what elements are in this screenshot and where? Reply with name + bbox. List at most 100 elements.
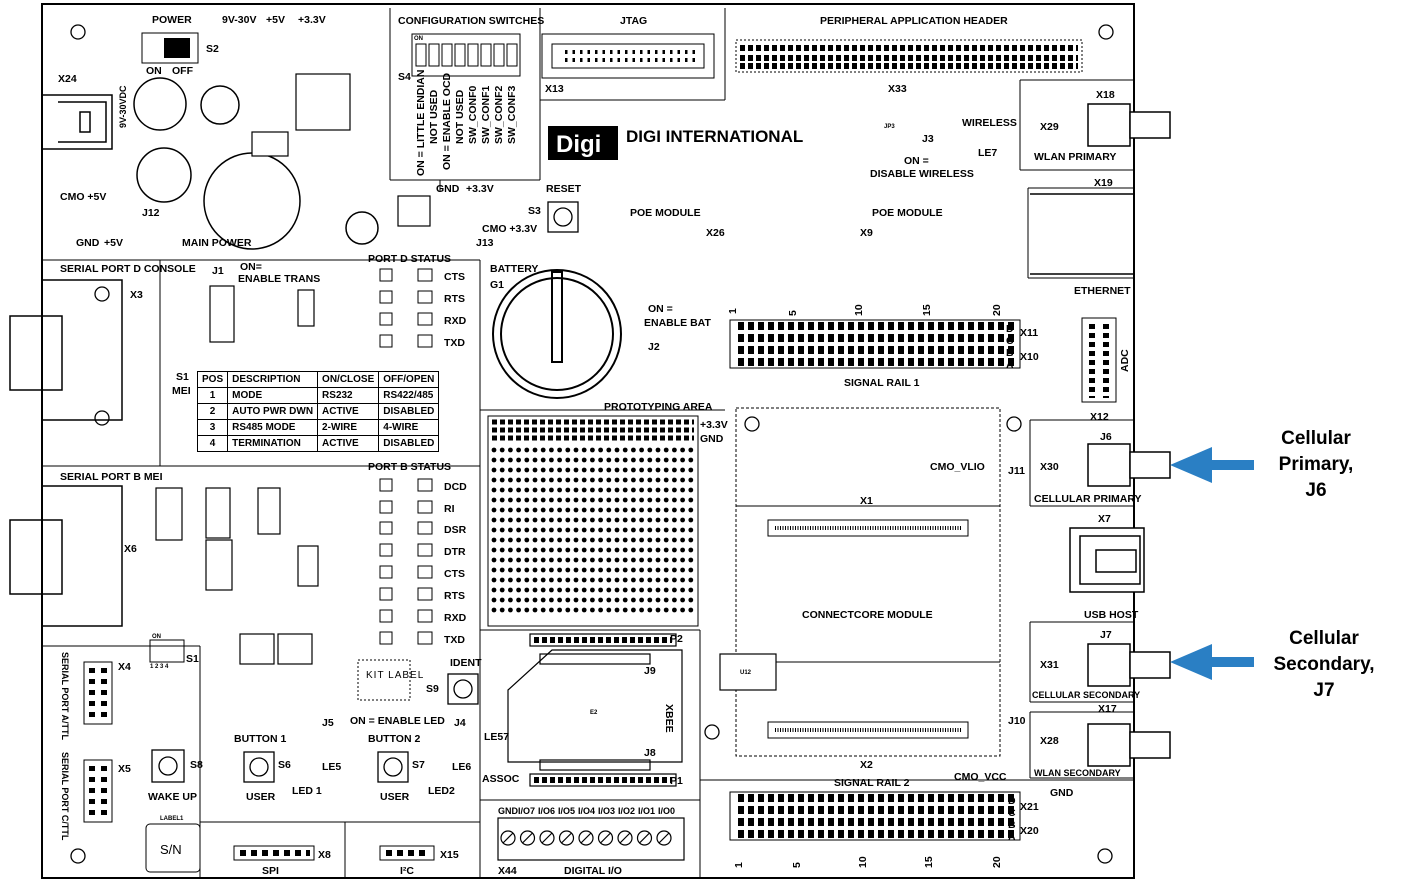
proto-hole [565, 597, 571, 603]
ethernet-jack [1030, 193, 1135, 275]
label-on: ON [146, 65, 162, 77]
proto-hole [647, 587, 653, 593]
x4-x5-headers [83, 661, 113, 823]
proto-hole [614, 487, 620, 493]
label-off: OFF [172, 65, 194, 77]
table-cell: 2-WIRE [317, 419, 380, 436]
rail1-letter-d: D [1006, 323, 1014, 335]
proto-hole [606, 477, 612, 483]
proto-hole [663, 467, 669, 473]
proto-hole [655, 547, 661, 553]
proto-hole [622, 577, 628, 583]
proto-hole [581, 487, 587, 493]
proto-hole [573, 537, 579, 543]
table-cell: TERMINATION [227, 435, 319, 452]
label-i2c: I²C [400, 865, 414, 877]
proto-hole [590, 587, 595, 593]
proto-hole [565, 467, 571, 473]
proto-hole [639, 447, 644, 453]
proto-hole [688, 457, 694, 463]
digi-logo [548, 126, 618, 160]
proto-hole [647, 547, 653, 553]
port-b-sig-rxd: RXD [444, 612, 467, 624]
label-proto-gnd: GND [700, 433, 724, 445]
proto-hole [565, 447, 571, 453]
proto-hole [598, 467, 603, 473]
proto-hole [655, 467, 661, 473]
proto-hole [491, 587, 497, 593]
proto-hole [499, 547, 505, 553]
label-j1: J1 [212, 265, 224, 277]
proto-hole [590, 577, 595, 583]
proto-hole [622, 497, 628, 503]
led-box [417, 312, 433, 326]
label-x18: X18 [1096, 89, 1115, 101]
proto-hole [516, 457, 521, 463]
proto-hole [663, 457, 669, 463]
proto-hole [598, 547, 603, 553]
led-box [379, 565, 393, 579]
terminal-slot [541, 832, 553, 844]
proto-hole [565, 577, 571, 583]
led-box [417, 565, 433, 579]
cfg-line-4: NOT USED [454, 89, 466, 144]
label-j5: J5 [322, 717, 334, 729]
io-pin-io5: I/O5 [558, 806, 575, 816]
label-j13: J13 [476, 237, 494, 249]
proto-hole [590, 537, 595, 543]
proto-hole [590, 487, 595, 493]
label-on-enable-led: ON = ENABLE LED [350, 715, 445, 727]
kit-label [357, 659, 411, 701]
proto-hole [573, 557, 579, 563]
proto-hole [565, 557, 571, 563]
proto-hole [524, 587, 530, 593]
proto-hole [581, 497, 587, 503]
port-b-sig-cts: CTS [444, 568, 465, 580]
proto-hole [672, 597, 677, 603]
led-box [379, 631, 393, 645]
table-cell: AUTO PWR DWN [227, 403, 319, 420]
table-row: 2 AUTO PWR DWN ACTIVE DISABLED [196, 403, 440, 420]
label-e2: E2 [590, 710, 598, 716]
proto-hole [622, 487, 628, 493]
label-label1: LABEL1 [160, 816, 184, 822]
label-s3: S3 [528, 205, 541, 217]
proto-hole [639, 557, 644, 563]
proto-hole [631, 507, 636, 513]
proto-hole [680, 457, 685, 463]
label-serial-port-a: SERIAL PORT A/TTL [60, 652, 70, 741]
proto-hole [655, 517, 661, 523]
proto-hole [622, 467, 628, 473]
label-led-2: LED2 [428, 785, 455, 797]
label-enable-trans: ENABLE TRANS [238, 273, 320, 285]
proto-hole [590, 457, 595, 463]
proto-hole [606, 577, 612, 583]
proto-hole [598, 587, 603, 593]
rail1-num-1: 1 [727, 308, 739, 314]
proto-hole [631, 457, 636, 463]
label-x44: X44 [498, 865, 517, 877]
label-5v: +5V [266, 14, 285, 26]
proto-hole [655, 447, 661, 453]
push-buttons[interactable] [151, 201, 579, 783]
proto-hole [655, 577, 661, 583]
label-serial-port-c: SERIAL PORT C/TTL [60, 752, 70, 841]
proto-hole [573, 597, 579, 603]
proto-hole [622, 457, 628, 463]
proto-hole [557, 497, 562, 503]
port-b-sig-dcd: DCD [444, 481, 467, 493]
proto-hole [614, 587, 620, 593]
label-ethernet: ETHERNET [1074, 285, 1131, 297]
label-x20: X20 [1020, 825, 1039, 837]
proto-hole [680, 567, 685, 573]
proto-hole [491, 457, 497, 463]
label-x3: X3 [130, 289, 143, 301]
proto-hole [549, 547, 554, 553]
terminal-slot [502, 832, 514, 844]
proto-hole [524, 557, 530, 563]
label-on-eq-trans: ON= [240, 261, 262, 273]
proto-hole [590, 597, 595, 603]
label-config-switches: CONFIGURATION SWITCHES [398, 15, 544, 27]
proto-hole [581, 507, 587, 513]
proto-hole [606, 567, 612, 573]
